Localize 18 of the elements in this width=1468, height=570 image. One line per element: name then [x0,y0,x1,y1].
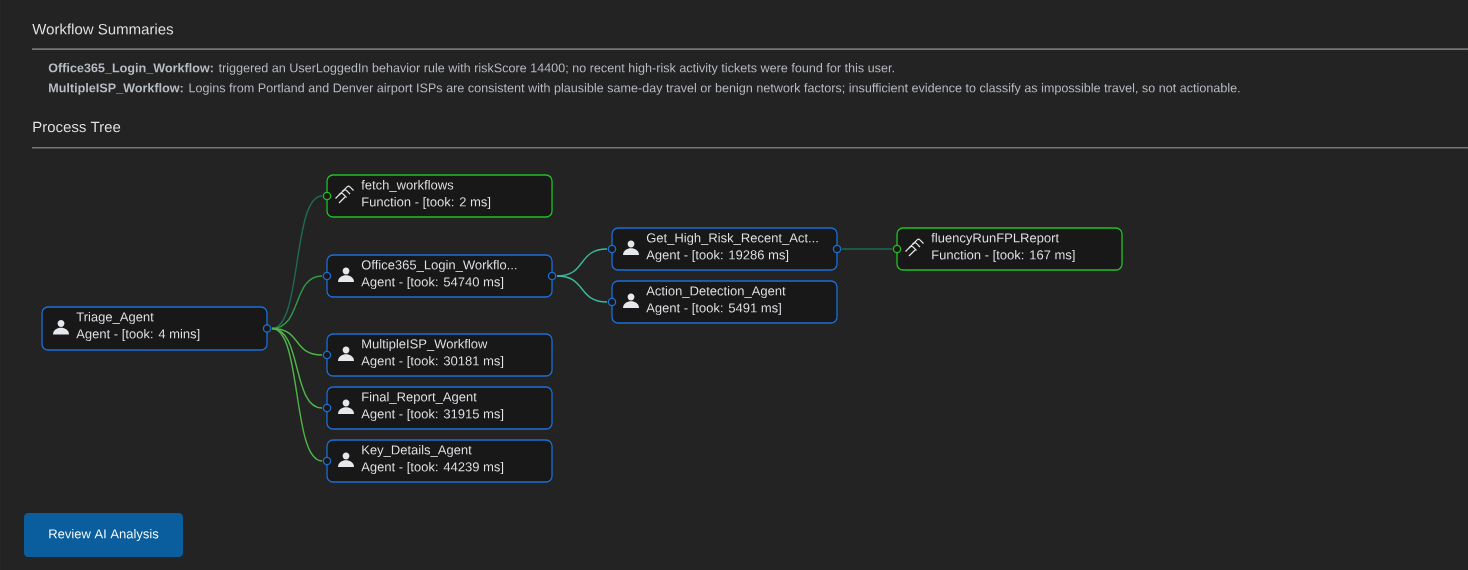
process-box: Key_Details_Agent Agent - [took: 44239 ms] [322,439,553,483]
process-box: fetch_workflows Function - [took: 2 ms] [322,174,553,218]
process-box: Get_High_Risk_Recent_Act... Agent - [took: 19286 ms] [607,227,842,271]
connector-line [271,327,323,462]
process-box: Office365_Login_Workflo... Agent - [took: 54740 ms] [322,254,557,298]
connector-line [556,275,608,303]
process-box: Final_Report_Agent Agent - [took: 31915 ms] [322,386,553,430]
review-button: Review AI Analysis [24,513,183,557]
section-heading: Workflow Summaries [32,23,174,35]
connector-line [271,195,323,330]
process-box: MultipleISP_Workflow Agent - [took: 30181 ms] [322,333,553,377]
summary-text: MultipleISP_Workflow: Logins from Portland and Denver airport ISPs are consistent with plausible same-day travel or benign network factors; insufficient evidence to classify as impossible travel, so not actionable. [49,83,1240,95]
process-box: Triage_Agent Agent - [took: 4 mins] [41,306,272,351]
process-box: fluencyRunFPLReport Function - [took: 167 ms] [892,227,1123,271]
summary-text: Office365_Login_Workflow: triggered an UserLoggedIn behavior rule with riskScore 14400; no recent high-risk activity tickets were found for this user. [48,63,894,75]
section-heading: Process Tree [33,121,121,133]
process-box: Action_Detection_Agent Agent - [took: 5491 ms] [607,280,838,324]
connector-line [841,248,893,250]
